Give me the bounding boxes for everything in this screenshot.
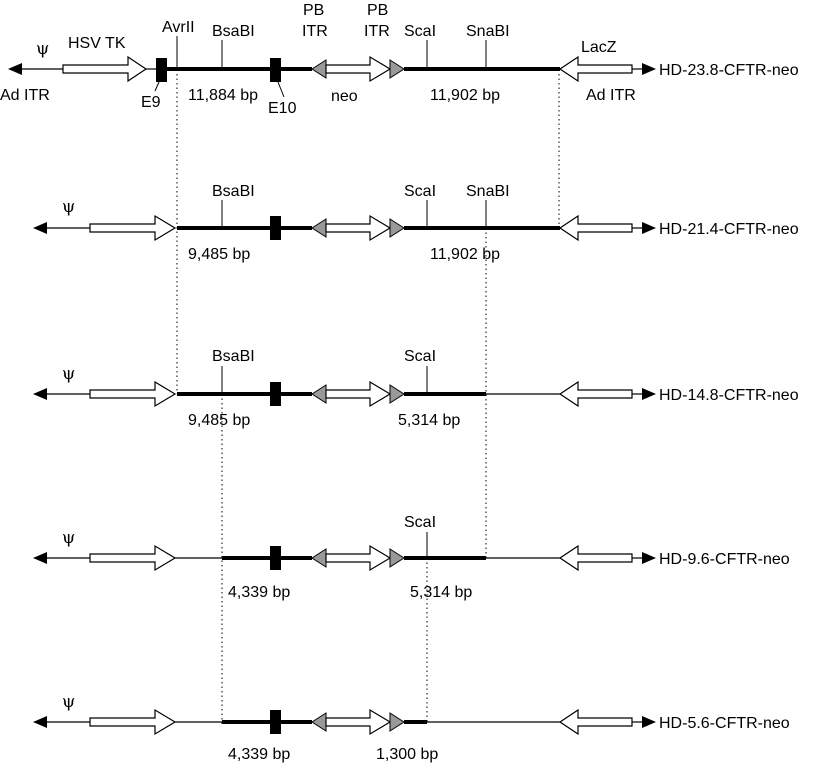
psi-label: ψ [36,39,49,59]
ad-itr-right-arrowhead [642,388,656,400]
scai-label: ScaI [404,348,436,365]
construct-name: HD-9.6-CFTR-neo [659,551,790,568]
exon-e10 [270,546,281,570]
construct-row-3: ψ BsaBI ScaI 9,485 bp 5,314 bp HD-14.8-C… [33,348,799,429]
exon-e10 [270,216,281,240]
ad-itr-left-arrowhead [33,222,47,234]
pb-itr-left-triangle [311,59,327,79]
scai-label: ScaI [404,514,436,531]
lacz-arrow [558,708,633,736]
lacz-label: LacZ [581,39,617,56]
bsabi-label: BsaBI [212,183,255,200]
snabi-label: SnaBI [466,23,510,40]
construct-row-5: ψ 4,339 bp 1,300 bp HD-5.6-CFTR-neo [33,692,790,763]
construct-row-1: ψ HSV TK AvrII BsaBI PB ITR PB ITR ScaI … [0,2,799,117]
psi-label: ψ [62,692,75,712]
right-fragment-size: 11,902 bp [430,87,500,104]
pb-itr-right-triangle [389,59,405,79]
neo-arrow [325,380,392,408]
ad-itr-left-arrowhead [8,63,22,75]
hsv-tk-arrow [89,380,177,408]
ad-itr-right-arrowhead [642,716,656,728]
left-fragment-size: 11,884 bp [188,87,258,104]
e10-label: E10 [268,100,297,117]
lacz-arrow [558,214,633,242]
scai-label: ScaI [404,23,436,40]
scai-label: ScaI [404,183,436,200]
pb-itr-left-triangle [311,384,327,404]
pb-itr-left-label-line2: ITR [302,23,328,40]
construct-row-2: ψ BsaBI ScaI SnaBI 9,485 bp 11,902 bp HD… [33,183,799,263]
avrii-label: AvrII [162,19,195,36]
bsabi-label: BsaBI [212,348,255,365]
construct-row-4: ψ ScaI 4,339 bp 5,314 bp HD-9.6-CFTR-neo [33,514,790,601]
left-fragment-size: 9,485 bp [188,412,250,429]
pb-itr-left-triangle [311,218,327,238]
left-fragment-size: 9,485 bp [188,246,250,263]
hsv-tk-arrow [62,55,148,83]
right-fragment-size: 5,314 bp [398,412,460,429]
hsv-tk-arrow [89,544,177,572]
exon-e10 [270,58,281,82]
e10-leader [277,81,285,98]
neo-arrow [325,214,392,242]
exon-e10 [270,710,281,734]
construct-name: HD-23.8-CFTR-neo [659,62,799,79]
ad-itr-left-arrowhead [33,552,47,564]
pb-itr-right-triangle [389,548,405,568]
left-fragment-size: 4,339 bp [228,746,290,763]
left-fragment-size: 4,339 bp [228,584,290,601]
exon-e9 [156,58,167,82]
snabi-label: SnaBI [466,183,510,200]
pb-itr-left-triangle [311,548,327,568]
e9-label: E9 [141,94,161,111]
neo-label: neo [331,88,358,105]
pb-itr-left-triangle [311,712,327,732]
psi-label: ψ [62,528,75,548]
pb-itr-left-label-line1: PB [303,2,324,19]
pb-itr-right-triangle [389,384,405,404]
psi-label: ψ [62,364,75,384]
construct-name: HD-5.6-CFTR-neo [659,715,790,732]
right-fragment-size: 5,314 bp [410,584,472,601]
construct-name: HD-14.8-CFTR-neo [659,387,799,404]
pb-itr-right-label-line2: ITR [364,23,390,40]
ad-itr-right-arrowhead [642,63,656,75]
e9-leader [154,81,160,92]
psi-label: ψ [62,197,75,217]
lacz-arrow [558,544,633,572]
pb-itr-right-triangle [389,218,405,238]
ad-itr-left-label: Ad ITR [0,87,50,104]
lacz-arrow [558,55,633,83]
right-fragment-size: 11,902 bp [430,246,500,263]
guide-lines [176,74,560,724]
hsv-tk-label: HSV TK [68,35,126,52]
ad-itr-right-label: Ad ITR [586,87,636,104]
ad-itr-left-arrowhead [33,388,47,400]
pb-itr-right-label-line1: PB [367,2,388,19]
neo-arrow [325,55,392,83]
construct-name: HD-21.4-CFTR-neo [659,221,799,238]
ad-itr-right-arrowhead [642,222,656,234]
hsv-tk-arrow [89,708,177,736]
right-fragment-size: 1,300 bp [376,746,438,763]
hsv-tk-arrow [89,214,177,242]
pb-itr-right-triangle [389,712,405,732]
neo-arrow [325,708,392,736]
neo-arrow [325,544,392,572]
ad-itr-right-arrowhead [642,552,656,564]
exon-e10 [270,382,281,406]
lacz-arrow [558,380,633,408]
ad-itr-left-arrowhead [33,716,47,728]
bsabi-label: BsaBI [212,23,255,40]
